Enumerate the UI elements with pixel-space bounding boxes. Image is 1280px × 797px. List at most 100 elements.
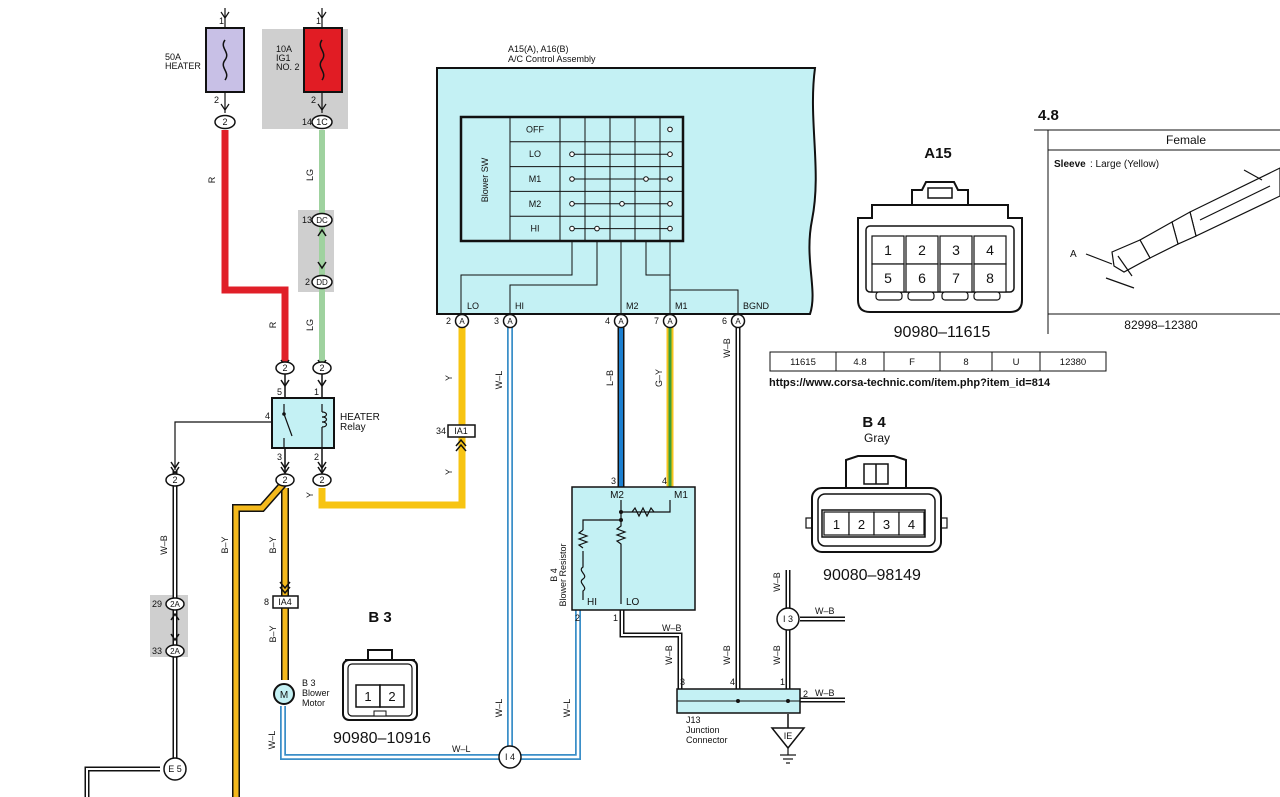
conn-ia4: IA4 8: [264, 581, 299, 609]
motor-label-2: Blower: [302, 688, 330, 698]
connector-b3: B 3 1 2 90980–10916: [333, 609, 431, 747]
j13-pin-2: 2: [803, 689, 808, 699]
svg-text:IE: IE: [784, 731, 793, 741]
terminal-size: 4.8: [1038, 107, 1059, 124]
ac-terminal-name: HI: [515, 301, 524, 311]
spec-cell: 8: [963, 357, 968, 368]
svg-text:Y: Y: [444, 375, 454, 381]
motor-label-1: B 3: [302, 678, 316, 688]
blower-resistor: M2 M1 HI LO 3 4 2 1 B 4 Blower Resistor: [549, 476, 696, 623]
svg-text:2: 2: [388, 689, 395, 704]
svg-text:W–L: W–L: [494, 371, 504, 390]
ac-control-assembly: A15(A), A16(B) A/C Control Assembly Blow…: [436, 44, 817, 329]
relay-label: HEATER: [340, 412, 380, 423]
svg-text:8: 8: [986, 270, 994, 286]
relay-pin-1: 1: [314, 387, 319, 397]
svg-text:2: 2: [319, 475, 324, 485]
svg-text:E 5: E 5: [168, 764, 182, 774]
ac-internal-leads: [460, 241, 739, 314]
ac-terminal-pin: 4: [605, 316, 610, 326]
terminal-sleeve-value: : Large (Yellow): [1090, 159, 1159, 170]
svg-text:2: 2: [319, 363, 324, 373]
connector-b4-part-number: 90080–98149: [823, 567, 921, 584]
terminal-drawing: [1085, 167, 1280, 289]
conn-heater-fuse-out: 2: [214, 114, 236, 130]
j13-pin-1: 1: [780, 677, 785, 687]
svg-text:3: 3: [883, 517, 890, 532]
svg-text:B–Y: B–Y: [268, 625, 278, 642]
svg-text:4: 4: [908, 517, 915, 532]
svg-text:2A: 2A: [170, 647, 180, 656]
svg-text:W–B: W–B: [159, 535, 169, 555]
resistor-pin-4: 4: [662, 476, 667, 486]
resistor-pin-3: 3: [611, 476, 616, 486]
junction-connector-j13: 3 4 1 2 J13 Junction Connector: [676, 677, 808, 745]
a15-pin: [905, 263, 939, 293]
ac-terminal: [662, 313, 678, 329]
wire-by: [232, 479, 289, 797]
conn-1c-pin: 14: [302, 117, 312, 127]
svg-text:3: 3: [952, 242, 960, 258]
fuse-heater-rating: 50A: [165, 52, 181, 62]
j13-name: J13: [686, 715, 701, 725]
conn-relay-in-r: 2: [275, 359, 295, 398]
svg-text:G–Y: G–Y: [654, 369, 664, 387]
blower-sw-label: Blower SW: [480, 157, 490, 202]
ac-terminal-pin: 7: [654, 316, 659, 326]
svg-text:DC: DC: [316, 216, 328, 225]
svg-text:A: A: [507, 317, 513, 326]
svg-text:4: 4: [986, 242, 994, 258]
sw-row-label: OFF: [526, 124, 544, 134]
terminal-sleeve-label: Sleeve: [1054, 159, 1086, 170]
conn-ia1: IA1 34: [436, 424, 476, 452]
svg-text:2: 2: [918, 242, 926, 258]
conn-dc-pin: 13: [302, 215, 312, 225]
svg-text:I 3: I 3: [783, 614, 793, 624]
ac-terminal-pin: 3: [494, 316, 499, 326]
conn-relay-in-lg: 2: [312, 359, 332, 398]
relay-pin-3: 3: [277, 452, 282, 462]
spec-cell: 11615: [790, 357, 816, 368]
connector-a15-part-number: 90980–11615: [894, 324, 991, 341]
connector-a15-title: A15: [924, 145, 952, 162]
terminal-header: Female: [1166, 133, 1206, 147]
conn-dc: DC 13: [302, 212, 333, 237]
svg-text:W–B: W–B: [815, 688, 835, 698]
fuse-heater-name: HEATER: [165, 61, 201, 71]
blower-motor: M B 3 Blower Motor: [273, 678, 330, 708]
svg-text:W–L: W–L: [452, 744, 471, 754]
terminal-info: 4.8 Female Sleeve : Large (Yellow) A 829…: [1034, 107, 1280, 334]
fuse-ig1-name: IG1: [276, 53, 291, 63]
conn-dd-pin: 2: [305, 277, 310, 287]
svg-text:W–B: W–B: [815, 606, 835, 616]
svg-text:2: 2: [282, 475, 287, 485]
svg-text:1: 1: [833, 517, 840, 532]
fuse-ig1-pin-bottom: 2: [311, 95, 316, 105]
ac-terminal: [454, 313, 470, 329]
j13-label-1: Junction: [686, 725, 720, 735]
ac-terminal: [730, 313, 746, 329]
fuse-ig1: 1 2 10A IG1 NO. 2: [276, 8, 343, 113]
ac-terminal: [613, 313, 629, 329]
svg-text:A: A: [735, 317, 741, 326]
relay-pin-5: 5: [277, 387, 282, 397]
ac-terminal-name: M2: [626, 301, 639, 311]
node-i3: I 3: [776, 607, 800, 631]
connector-b4-title: B 4: [862, 414, 886, 431]
fuse-ig1-rating: 10A: [276, 44, 292, 54]
conn-dd: DD 2: [305, 261, 333, 290]
connector-b4-subtitle: Gray: [864, 431, 890, 445]
svg-text:2: 2: [282, 363, 287, 373]
svg-text:Y: Y: [444, 469, 454, 475]
sw-row-label: HI: [531, 224, 540, 234]
ac-terminal-pin: 6: [722, 316, 727, 326]
ac-title-1: A15(A), A16(B): [508, 44, 569, 54]
fuse-heater-pin-top: 1: [219, 16, 224, 26]
ac-terminal-pin: 2: [446, 316, 451, 326]
connector-b3-title: B 3: [368, 609, 391, 626]
